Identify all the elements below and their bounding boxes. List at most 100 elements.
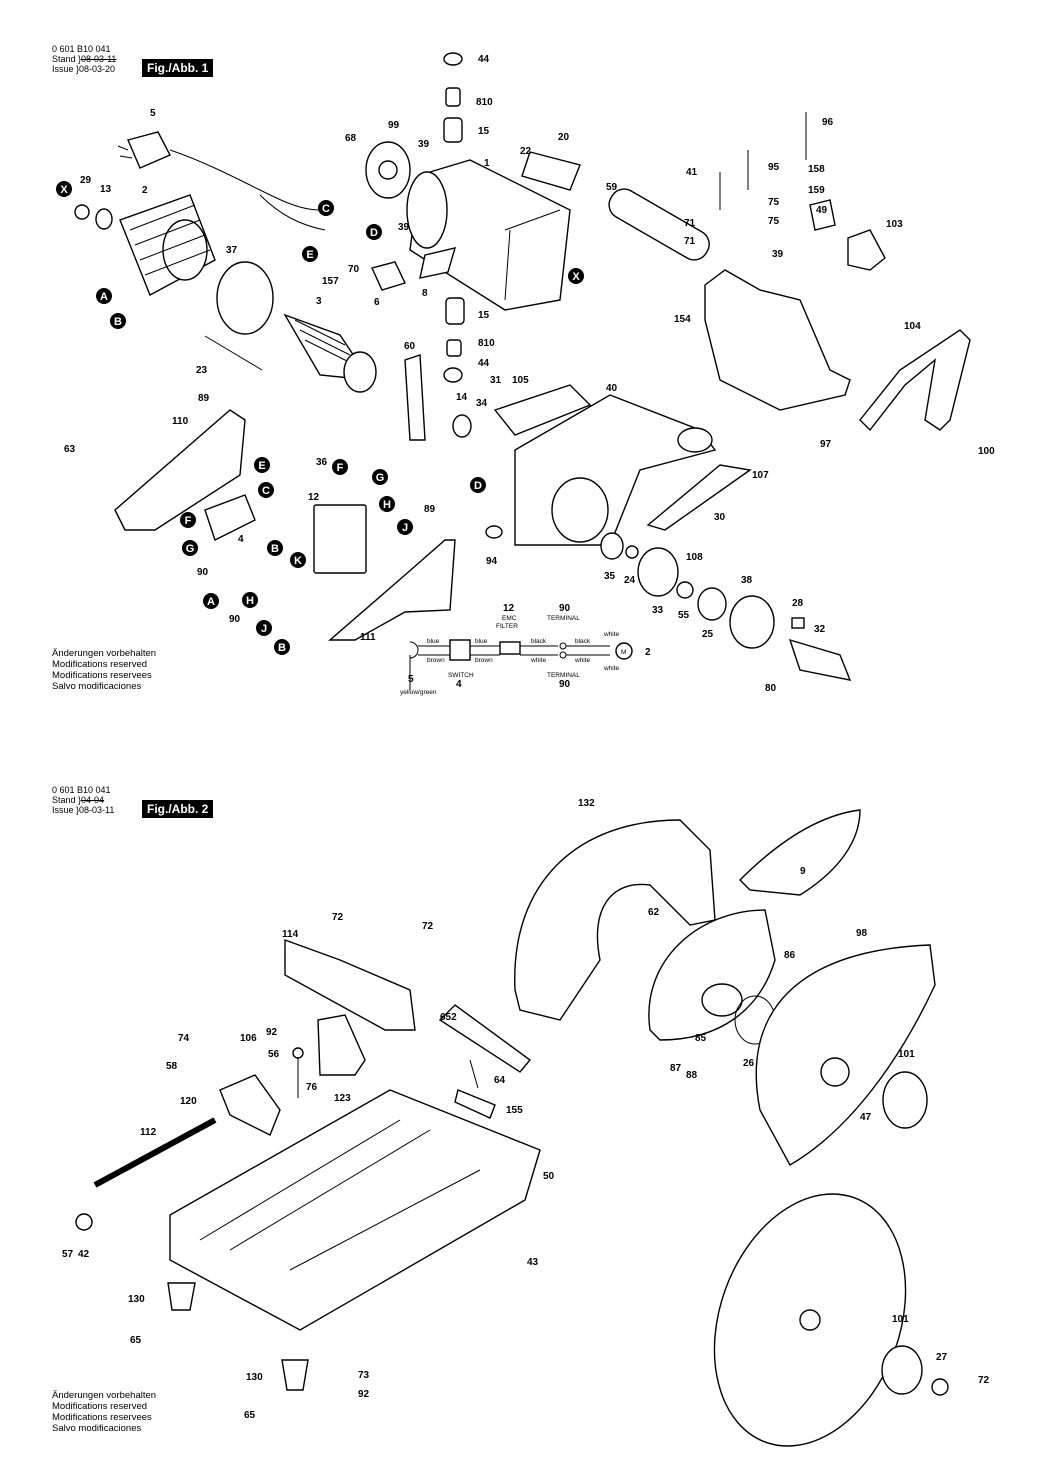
- sheet1-issue-label: Issue: [52, 64, 74, 74]
- connector-marker-b: [267, 540, 283, 556]
- blade-guard-132: [514, 819, 716, 1021]
- fig1-callout-14: 14: [456, 392, 468, 403]
- bearing-25: [697, 587, 727, 621]
- fig2-callout-155: 155: [506, 1105, 523, 1116]
- connector-marker-e: [302, 246, 318, 262]
- connector-label-j: J: [261, 623, 267, 635]
- fig1-callout-59: 59: [606, 182, 618, 193]
- fig1-callout-44: 44: [478, 54, 490, 65]
- fig2-callout-114: 114: [282, 929, 299, 940]
- vise-120: [219, 1074, 281, 1136]
- pin-64: [469, 1059, 479, 1089]
- fig1-callout-6: 6: [374, 297, 380, 308]
- connector-label-f: F: [185, 515, 192, 527]
- connector-marker-j: [256, 620, 272, 636]
- sheet1-figure-label: Fig./Abb. 1: [142, 59, 214, 77]
- connector-marker-h: [379, 496, 395, 512]
- connector-label-x: X: [572, 271, 580, 283]
- emc-filter-12: [313, 504, 367, 574]
- wiring-diagram: blue blue black black white brown brown …: [400, 603, 651, 696]
- fig1-callout-33: 33: [652, 605, 664, 616]
- gear-33: [637, 547, 679, 597]
- fig1-callout-35: 35: [604, 571, 616, 582]
- note-en: Modifications reserved: [52, 659, 148, 670]
- switch-text: SWITCH: [448, 672, 474, 679]
- connector-marker-g: [372, 469, 388, 485]
- fig1-callout-154: 154: [674, 314, 691, 325]
- wire-white-1: white: [603, 631, 620, 638]
- sheet1-header: 0 601 B10 041 Stand }08-03-11 Issue }08-…: [52, 44, 117, 74]
- fig1-callout-71: 71: [684, 218, 696, 229]
- fig1-callout-8: 8: [422, 288, 428, 299]
- fig2-callout-43: 43: [527, 1257, 539, 1268]
- foot-130-b: [281, 1359, 309, 1391]
- fig1-callout-71: 71: [684, 236, 696, 247]
- connector-marker-x: [568, 268, 584, 284]
- sheet1-issue-value: 08-03-20: [79, 64, 116, 74]
- fig2-callout-86: 86: [784, 950, 796, 961]
- switch-housing-110: [114, 409, 246, 531]
- connector-label-d: D: [474, 480, 482, 492]
- sheet2-issue-label: Issue: [52, 805, 74, 815]
- fig1-callout-95: 95: [768, 162, 780, 173]
- connector-label-a: A: [100, 291, 108, 303]
- connector-label-g: G: [186, 543, 195, 555]
- connector-label-j: J: [402, 522, 408, 534]
- bearing-94: [485, 525, 503, 539]
- fig1-callout-2: 2: [142, 185, 148, 196]
- guard-piece-9: [739, 809, 861, 896]
- fig2-callout-92: 92: [358, 1389, 370, 1400]
- bracket-154: [704, 269, 851, 411]
- terminal-bottom-number: 90: [559, 679, 571, 690]
- fig1-callout-60: 60: [404, 341, 416, 352]
- connector-label-b: B: [271, 543, 279, 555]
- connector-marker-a: [96, 288, 112, 304]
- flange-38: [729, 595, 775, 649]
- fig1-callout-99: 99: [388, 120, 400, 131]
- fig2-callout-65: 65: [244, 1410, 256, 1421]
- handle-105: [493, 384, 592, 436]
- ring-29: [74, 204, 90, 220]
- note-de: Änderungen vorbehalten: [52, 648, 157, 659]
- fig2-callout-72: 72: [422, 921, 434, 932]
- key-28: [791, 617, 805, 629]
- fig1-callout-157: 157: [322, 276, 339, 287]
- brush-holder-bottom: [445, 297, 465, 325]
- fig2-callout-56: 56: [268, 1049, 280, 1060]
- connector-marker-x: [56, 181, 72, 197]
- connector-marker-c: [318, 200, 334, 216]
- fig2-callout-112: 112: [140, 1127, 157, 1138]
- wire-white-4: white: [603, 665, 620, 672]
- fig1-callout-4: 4: [238, 534, 244, 545]
- fig2-callout-132: 132: [578, 798, 595, 809]
- washer-27: [931, 1378, 949, 1396]
- fig2-callout-27: 27: [936, 1352, 948, 1363]
- wire-blue-1: blue: [427, 638, 440, 645]
- fig2-callout-98: 98: [856, 928, 868, 939]
- note-es-2: Salvo modificaciones: [52, 1423, 142, 1434]
- inner-guard-85: [648, 909, 776, 1041]
- connector-label-b: B: [114, 316, 122, 328]
- fig1-callout-30: 30: [714, 512, 726, 523]
- motor-symbol: M: [621, 649, 626, 656]
- fig1-callout-13: 13: [100, 184, 112, 195]
- fig2-callout-130: 130: [128, 1294, 145, 1305]
- fig2-callout-26: 26: [743, 1058, 755, 1069]
- connector-label-f: F: [337, 462, 344, 474]
- baffle-ring-37: [216, 261, 274, 335]
- fig2-callout-65: 65: [130, 1335, 142, 1346]
- fig2-callout-106: 106: [240, 1033, 257, 1044]
- fig1-callout-810: 810: [476, 97, 493, 108]
- wire-black-1: black: [531, 638, 547, 645]
- note-de-2: Änderungen vorbehalten: [52, 1390, 157, 1401]
- fig2-callout-87: 87: [670, 1063, 682, 1074]
- fig2-callout-123: 123: [334, 1093, 351, 1104]
- fig1-callout-105: 105: [512, 375, 529, 386]
- fig2-callout-88: 88: [686, 1070, 698, 1081]
- fig2-callout-130: 130: [246, 1372, 263, 1383]
- bearing-14: [452, 414, 472, 438]
- fig1-callout-44: 44: [478, 358, 490, 369]
- fig1-callout-158: 158: [808, 164, 825, 175]
